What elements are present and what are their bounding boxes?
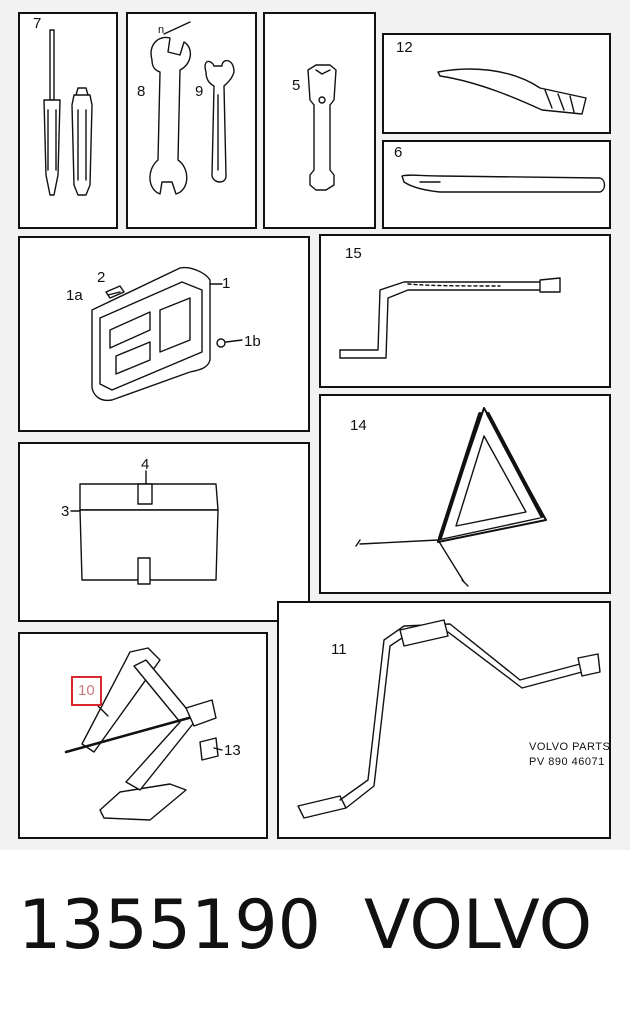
label-part-14: 14	[350, 417, 367, 434]
jack-handle-illustration	[297, 619, 601, 819]
label-part-12: 12	[396, 39, 413, 56]
wrench-9-illustration	[204, 59, 235, 183]
label-part-13: 13	[224, 742, 241, 759]
crank-handle-illustration	[339, 277, 561, 359]
panel-screwdriver	[18, 12, 118, 229]
label-part-9: 9	[195, 83, 204, 100]
svg-text:n: n	[158, 24, 164, 36]
label-part-6: 6	[394, 144, 403, 161]
exploded-parts-diagram: n	[0, 0, 630, 850]
tool-tray-illustration	[91, 266, 226, 402]
warning-triangle-illustration	[355, 407, 547, 587]
publisher-line-1: VOLVO PARTS	[529, 741, 611, 753]
socket-wrench-illustration	[307, 64, 337, 191]
panel-wrenches	[126, 12, 257, 229]
label-part-11: 11	[331, 641, 347, 658]
label-part-4: 4	[141, 456, 150, 473]
part-number: 1355190	[18, 886, 321, 965]
label-part-1b: 1b	[244, 333, 261, 350]
panel-jack-handle	[277, 601, 611, 839]
label-part-10: 10	[78, 682, 95, 699]
label-part-5: 5	[292, 77, 301, 94]
label-part-2: 2	[97, 269, 106, 286]
label-part-8: 8	[137, 83, 146, 100]
wrench-8-illustration: n	[149, 21, 191, 195]
label-part-15: 15	[345, 245, 362, 262]
parts-line-art: n	[43, 21, 606, 821]
publisher-line-2: PV 890 46071	[529, 756, 605, 768]
panel-crank-handle	[319, 234, 611, 388]
label-part-7: 7	[33, 15, 42, 32]
brand-name: VOLVO	[364, 886, 593, 965]
spatula-illustration	[401, 174, 606, 193]
label-part-3: 3	[61, 503, 70, 520]
screwdriver-illustration	[43, 29, 93, 196]
pry-tool-illustration	[437, 68, 587, 115]
highlighted-part-10[interactable]: 10	[71, 676, 102, 706]
scissor-jack-illustration	[64, 647, 219, 821]
panel-tool-bag	[18, 442, 310, 622]
tool-bag-illustration	[79, 483, 219, 585]
label-part-1: 1	[222, 275, 231, 292]
label-part-1a: 1a	[66, 287, 83, 304]
